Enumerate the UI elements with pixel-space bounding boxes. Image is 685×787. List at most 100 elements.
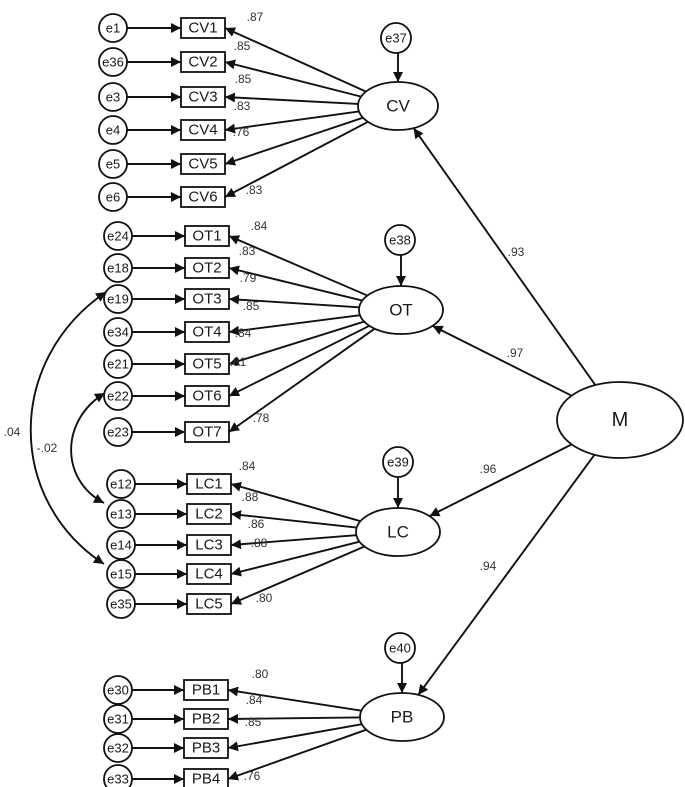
- error-e12-label: e12: [110, 477, 132, 492]
- loading-lc3-value: .86: [248, 517, 265, 531]
- indicator-lc4-label: LC4: [195, 566, 223, 583]
- latent-lc-label: LC: [387, 523, 409, 542]
- indicator-cv3-box: [180, 86, 226, 108]
- error-e32-circle: [103, 733, 133, 763]
- structural-arrow-pb: [417, 454, 596, 696]
- error-e1-label: e1: [106, 21, 120, 36]
- error-e36-circle: [98, 47, 128, 77]
- loading-arrow-lc2: [230, 510, 357, 529]
- structural-pb-coef: .94: [480, 559, 497, 573]
- indicator-lc2-box: [186, 503, 232, 525]
- loading-arrow-cv6: [224, 120, 369, 198]
- indicator-pb4-label: PB4: [192, 771, 220, 787]
- indicator-lc1-box: [186, 473, 232, 495]
- error-e34-circle: [103, 317, 133, 347]
- latent-m-label: M: [612, 409, 629, 431]
- loading-lc2-value: .88: [242, 490, 259, 504]
- error-e32-label: e32: [107, 741, 129, 756]
- disturbance-e39-label: e39: [387, 455, 409, 470]
- error-e15-circle: [106, 559, 136, 589]
- loading-arrow-ot1: [228, 235, 368, 297]
- loading-arrow-pb3: [227, 723, 363, 752]
- indicator-cv5-box: [180, 153, 226, 175]
- error-e5-label: e5: [106, 157, 120, 172]
- indicator-lc5-label: LC5: [195, 596, 223, 613]
- indicator-pb2-label: PB2: [192, 711, 220, 728]
- indicator-lc5-box: [186, 593, 232, 615]
- covariance-e19-e15-value: .04: [4, 425, 21, 439]
- loading-arrow-cv3: [224, 92, 359, 105]
- loading-arrow-cv2: [224, 59, 362, 98]
- indicator-cv4-box: [180, 119, 226, 141]
- loading-arrow-lc5: [230, 545, 365, 605]
- error-e13-label: e13: [110, 507, 132, 522]
- loading-ot7-value: .78: [253, 411, 270, 425]
- indicator-cv4-label: CV4: [188, 122, 217, 139]
- loading-ot1-value: .84: [251, 219, 268, 233]
- error-e1-circle: [98, 13, 128, 43]
- indicator-ot6-label: OT6: [192, 388, 221, 405]
- disturbance-e39-circle: [382, 446, 414, 478]
- error-e23-circle: [103, 417, 133, 447]
- error-e21-circle: [103, 349, 133, 379]
- disturbance-e38-circle: [384, 224, 416, 256]
- indicator-pb4-box: [183, 768, 229, 787]
- loading-arrow-ot6: [228, 324, 370, 397]
- indicator-pb3-label: PB3: [192, 740, 220, 757]
- loading-cv2-value: .85: [234, 39, 251, 53]
- indicator-ot3-label: OT3: [192, 291, 221, 308]
- covariance-e22-e13-value: -.02: [37, 441, 58, 455]
- indicator-lc3-box: [186, 534, 232, 556]
- loading-pb3-value: .85: [245, 715, 262, 729]
- loading-cv5-value: .76: [233, 125, 250, 139]
- latent-pb-ellipse: [359, 692, 445, 742]
- indicator-cv1-box: [180, 17, 226, 39]
- loading-arrow-ot4: [228, 314, 361, 336]
- indicator-cv5-label: CV5: [188, 156, 217, 173]
- indicator-ot5-label: OT5: [192, 356, 221, 373]
- indicator-ot7-box: [184, 421, 230, 443]
- indicator-lc4-box: [186, 563, 232, 585]
- loading-ot6-value: .81: [230, 355, 247, 369]
- loading-arrow-ot5: [228, 320, 365, 366]
- error-e34-label: e34: [107, 325, 129, 340]
- indicator-ot4-box: [184, 321, 230, 343]
- indicator-pb1-box: [183, 679, 229, 701]
- loading-lc5-value: .80: [256, 591, 273, 605]
- indicator-ot1-box: [184, 225, 230, 247]
- structural-arrow-lc: [429, 443, 573, 517]
- loading-arrow-cv4: [224, 110, 360, 134]
- error-e30-label: e30: [107, 683, 129, 698]
- loading-arrow-lc3: [230, 534, 357, 550]
- error-e6-circle: [98, 182, 128, 212]
- indicator-pb3-box: [183, 737, 229, 759]
- indicator-lc3-label: LC3: [195, 537, 223, 554]
- loading-pb1-value: .80: [252, 667, 269, 681]
- error-e5-circle: [98, 149, 128, 179]
- structural-lc-coef: .96: [480, 462, 497, 476]
- indicator-cv1-label: CV1: [188, 20, 217, 37]
- indicator-pb1-label: PB1: [192, 682, 220, 699]
- loading-pb4-value: .76: [244, 769, 261, 783]
- disturbance-e40-circle: [384, 632, 416, 664]
- latent-pb-label: PB: [391, 708, 414, 727]
- disturbance-e37-label: e37: [385, 31, 407, 46]
- error-e4-circle: [98, 115, 128, 145]
- error-e14-label: e14: [110, 538, 132, 553]
- error-e3-circle: [98, 82, 128, 112]
- loading-pb2-value: .84: [246, 693, 263, 707]
- loading-arrow-ot3: [228, 294, 360, 309]
- error-e31-label: e31: [107, 712, 129, 727]
- error-e13-circle: [106, 499, 136, 529]
- error-e23-label: e23: [107, 425, 129, 440]
- indicator-lc1-label: LC1: [195, 476, 223, 493]
- error-e35-label: e35: [110, 597, 132, 612]
- loading-cv6-value: .83: [246, 183, 263, 197]
- error-e33-label: e33: [107, 772, 129, 787]
- error-e15-label: e15: [110, 567, 132, 582]
- covariance-e19-e15: [29, 291, 107, 565]
- loading-arrow-cv5: [224, 116, 364, 166]
- loading-cv4-value: .83: [234, 99, 251, 113]
- indicator-ot2-label: OT2: [192, 260, 221, 277]
- disturbance-e37-circle: [380, 22, 412, 54]
